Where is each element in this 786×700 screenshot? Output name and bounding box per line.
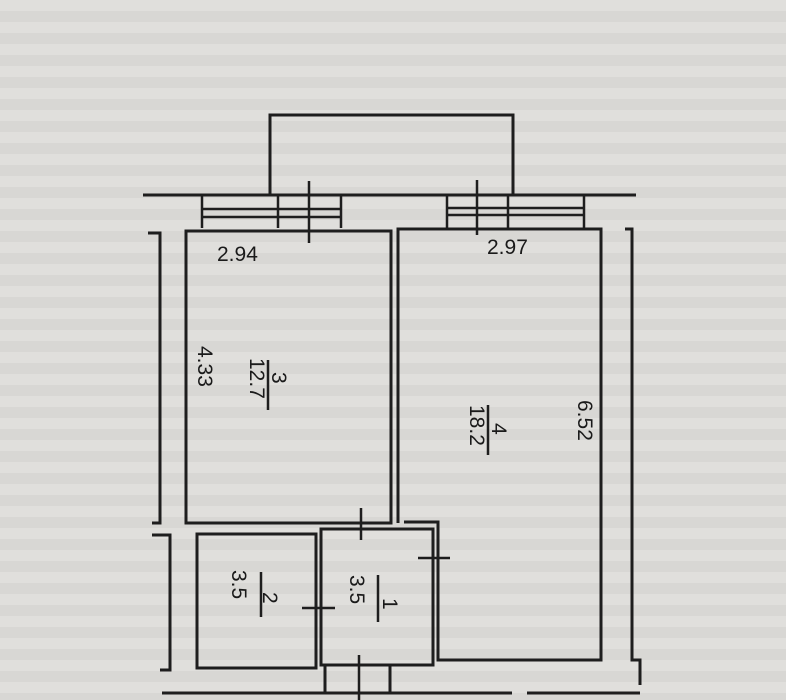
room-4-outline — [396, 227, 603, 662]
door-ticks — [302, 508, 450, 700]
room3-length-label: 4.33 — [193, 346, 216, 387]
room4-width-label: 2.97 — [487, 236, 528, 259]
room-4-label: 4 18.2 — [465, 405, 510, 455]
room3-width-label: 2.94 — [217, 243, 258, 266]
room-3-outline — [184, 229, 393, 525]
room-number: 2 — [258, 592, 281, 604]
room-number: 1 — [378, 598, 401, 610]
room-area: 3.5 — [227, 570, 250, 599]
exterior-wall-left — [148, 231, 172, 672]
exterior-wall-bottom — [162, 665, 640, 695]
exterior-wall-right — [625, 227, 642, 685]
room4-length-label: 6.52 — [573, 400, 596, 441]
room-1-outline — [319, 527, 435, 667]
room-number: 3 — [267, 372, 290, 384]
room-area: 3.5 — [345, 575, 368, 604]
window-right — [445, 180, 586, 235]
window-left — [200, 181, 343, 243]
room-2-label: 2 3.5 — [227, 570, 281, 617]
balcony — [268, 113, 515, 195]
room-2-outline — [195, 532, 318, 670]
room-3-label: 3 12.7 — [245, 358, 290, 410]
room-area: 18.2 — [465, 405, 488, 446]
room-area: 12.7 — [245, 358, 268, 399]
room-number: 4 — [487, 423, 510, 435]
room-1-label: 1 3.5 — [345, 575, 401, 622]
